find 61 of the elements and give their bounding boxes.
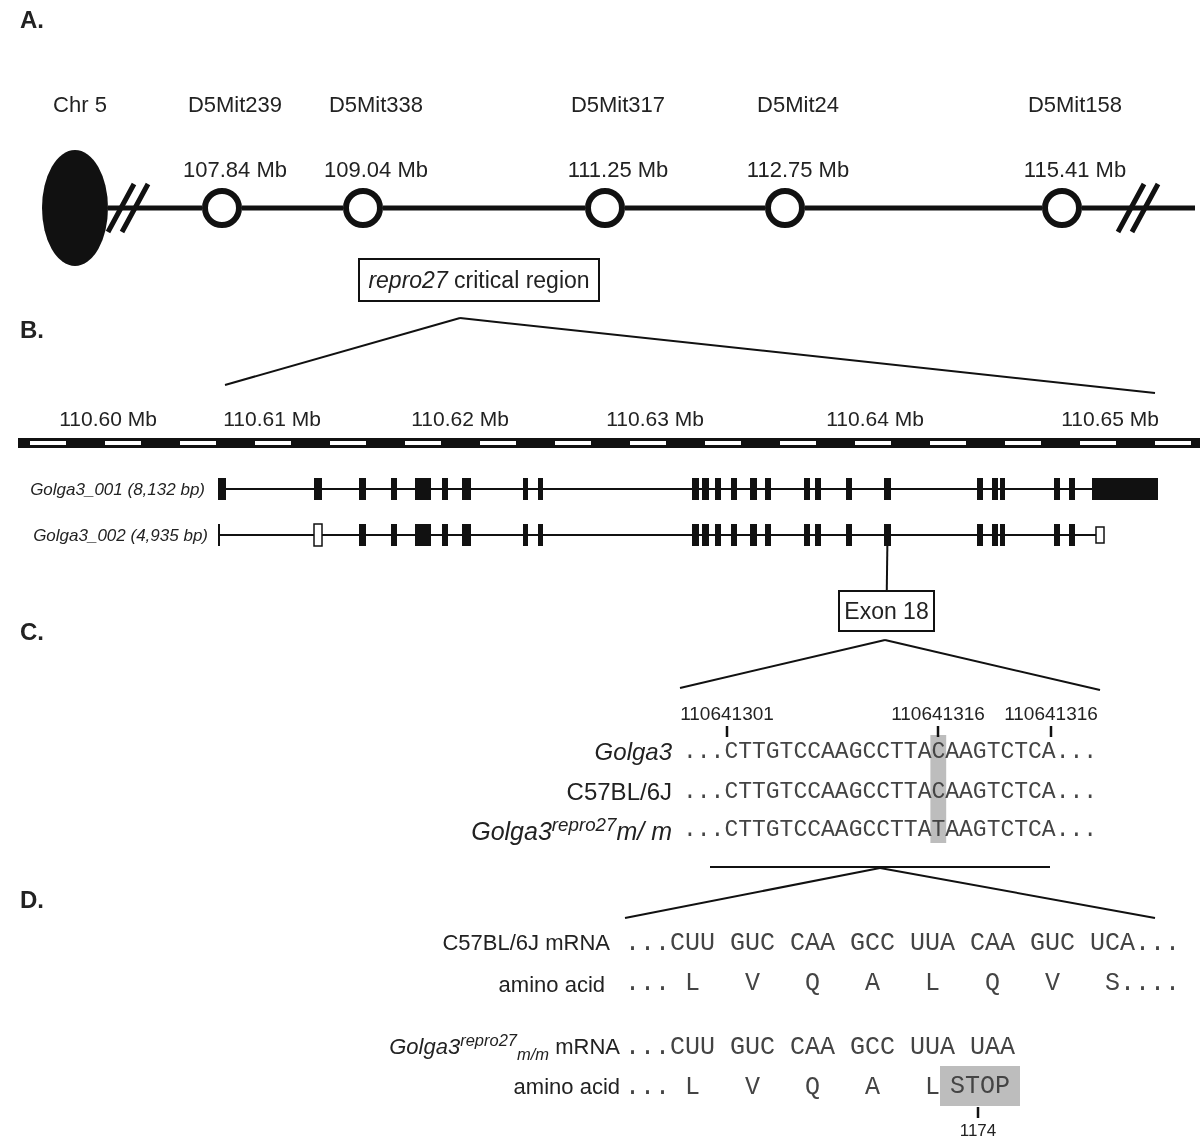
leader-line (885, 545, 889, 591)
row-label: Golga3 (594, 740, 672, 764)
row-label: amino acid (513, 1076, 620, 1098)
panel-label: C. (20, 620, 44, 644)
transcript-label: Golga3_002 (4,935 bp) (33, 526, 208, 544)
marker-circle (343, 188, 383, 228)
coordinate-label: 110641316 (891, 703, 985, 723)
transcript-label: Golga3_001 (8,132 bp) (30, 480, 205, 498)
marker-name: D5Mit317 (570, 94, 666, 116)
scale-label: 110.65 Mb (1061, 407, 1159, 429)
residue-number: 1174 (959, 1121, 997, 1138)
exon-label: Exon 18 (844, 597, 929, 625)
scale-label: 110.60 Mb (59, 407, 157, 429)
dna-sequence: ...CTTGTCCAAGCCTTACAAGTCTCA... (683, 780, 1098, 804)
marker-circle (585, 188, 625, 228)
scale-label: 110.61 Mb (223, 407, 321, 429)
chromosome-line (383, 205, 585, 211)
scale-label: 110.64 Mb (826, 407, 924, 429)
amino-acid-sequence: ... L V Q A L (625, 1074, 941, 1100)
region-label: repro27 critical region (368, 266, 590, 294)
dna-sequence: ...CTTGTCCAAGCCTTATAAGTCTCA... (683, 818, 1098, 842)
centromere-ellipse (42, 150, 108, 266)
marker-position: 107.84 Mb (183, 159, 287, 181)
row-label: Golga3$^{repro27}$m/ m (471, 815, 672, 845)
dna-sequence: ...CTTGTCCAAGCCTTACAAGTCTCA... (683, 740, 1098, 764)
marker-position: 115.41 Mb (1023, 159, 1127, 181)
stop-codon-label: STOP (950, 1071, 1010, 1101)
chromosome-line (1082, 205, 1195, 211)
exon-bar (884, 524, 891, 546)
mrna-sequence: ...CUU GUC CAA GCC UUA CAA GUC UCA... (625, 930, 1181, 956)
row-label: amino acid (498, 974, 605, 996)
amino-acid-sequence: ... L V Q A L Q V S.... (625, 970, 1181, 996)
marker-circle (1042, 188, 1082, 228)
chromosome-line (805, 205, 1042, 211)
panel-label: D. (20, 888, 44, 912)
marker-name: D5Mit239 (187, 94, 283, 116)
marker-name: D5Mit338 (328, 94, 424, 116)
row-label: C57BL/6J mRNA (442, 932, 610, 954)
coordinate-label: 110641301 (680, 703, 774, 723)
region-box (358, 258, 600, 302)
panel-label: B. (20, 318, 44, 342)
marker-position: 109.04 Mb (324, 159, 428, 181)
marker-circle (765, 188, 805, 228)
stop-box (940, 1066, 1020, 1106)
chromosome-line (625, 205, 765, 211)
chromosome-label: Chr 5 (53, 94, 107, 116)
row-label: C57BL/6J (566, 780, 672, 804)
marker-name: D5Mit24 (757, 94, 839, 116)
scale-label: 110.62 Mb (411, 407, 509, 429)
exon-callout-box (838, 590, 935, 632)
marker-circle (202, 188, 242, 228)
chromosome-line (242, 205, 343, 211)
chromosome-line (108, 205, 202, 211)
scale-label: 110.63 Mb (606, 407, 704, 429)
marker-name: D5Mit158 (1027, 94, 1123, 116)
row-label: Golga3$^{repro27}$$_{m/m}$ mRNA (389, 1031, 620, 1063)
marker-position: 112.75 Mb (746, 159, 850, 181)
mrna-sequence: ...CUU GUC CAA GCC UUA UAA (625, 1034, 1016, 1060)
marker-position: 111.25 Mb (567, 159, 669, 181)
coordinate-label: 110641316 (1004, 703, 1098, 723)
panel-label: A. (20, 8, 44, 32)
